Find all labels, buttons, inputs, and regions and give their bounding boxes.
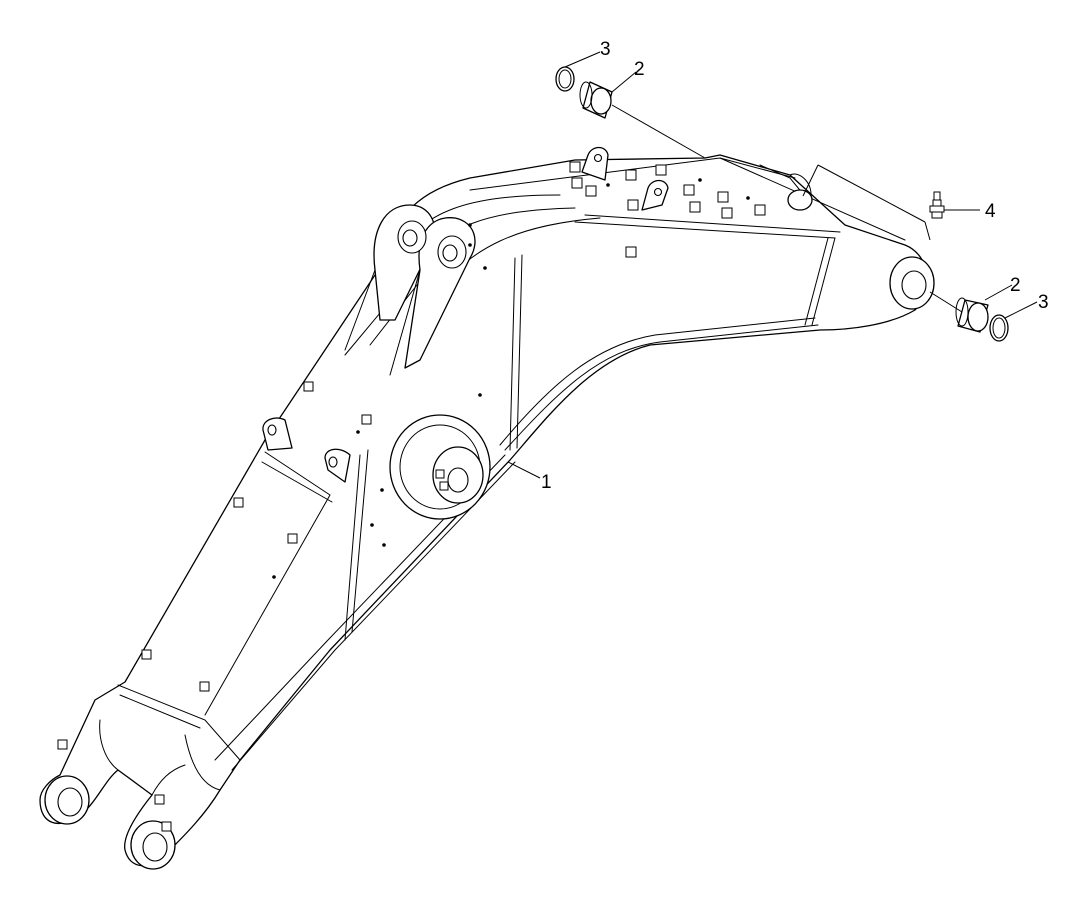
- right-bushing: [955, 297, 989, 333]
- weld-pads: [57, 161, 766, 832]
- bolt-dots: [272, 178, 750, 579]
- callout-ring-top: 3: [600, 39, 611, 60]
- web-stiffener: [509, 257, 516, 451]
- top-snap-ring: [555, 66, 575, 92]
- top-bushing: [579, 81, 613, 119]
- callout-labels: 3 2 4 2 3 1: [541, 39, 1049, 493]
- callout-grease-fitting: 4: [985, 201, 996, 222]
- leader-lines: [507, 51, 1038, 479]
- cylinder-brackets: [344, 204, 476, 376]
- fork-end: [99, 719, 119, 771]
- center-boss: [389, 414, 491, 520]
- callout-boom: 1: [541, 472, 552, 493]
- top-plate-inner: [584, 214, 841, 233]
- lower-chord: [504, 324, 819, 451]
- boom-outline: [39, 154, 928, 867]
- callout-bushing-top: 2: [634, 59, 645, 80]
- callout-ring-right: 3: [1038, 292, 1049, 313]
- grease-fitting: [929, 191, 945, 219]
- top-lugs: [581, 146, 669, 211]
- side-lugs: [262, 417, 351, 483]
- boom-structure: [39, 154, 928, 867]
- pivot-ends: [44, 173, 935, 870]
- right-snap-ring: [989, 314, 1009, 342]
- callout-bushing-right: 2: [1010, 275, 1021, 296]
